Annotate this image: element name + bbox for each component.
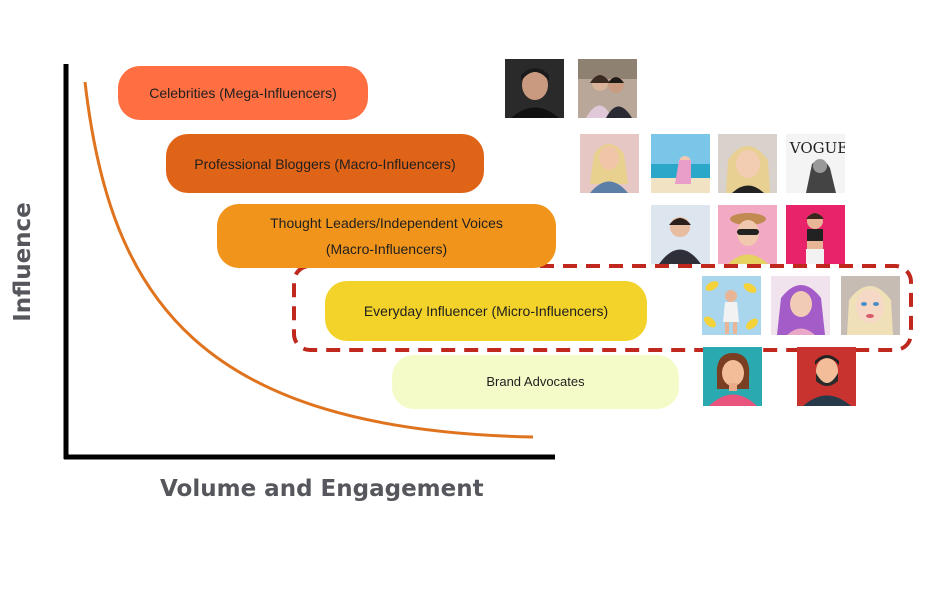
vogue-text: VOGUE: [789, 139, 845, 157]
tier-sublabel: (Macro-Influencers): [325, 241, 448, 257]
tier-celebrities: Celebrities (Mega-Influencers): [118, 66, 368, 120]
tier-label: Professional Bloggers (Macro-Influencers…: [194, 155, 456, 172]
influence-curve: [83, 81, 534, 439]
vogue-cover-photo: VOGUE: [786, 134, 845, 193]
woman-sunglasses-photo: [718, 205, 777, 264]
couple-photo: [578, 59, 637, 118]
tier-professional-bloggers: Professional Bloggers (Macro-Influencers…: [166, 134, 484, 193]
bearded-male-avatar-icon: [797, 347, 856, 406]
tier-thought-leaders: Thought Leaders/Independent Voices (Macr…: [217, 204, 556, 268]
blonde-selfie-photo: [718, 134, 777, 193]
y-axis-label: Influence: [10, 202, 36, 322]
tier-everyday-influencer: Everyday Influencer (Micro-Influencers): [325, 281, 647, 341]
tier-label: Thought Leaders/Independent Voices: [270, 215, 503, 231]
tier-brand-advocates: Brand Advocates: [392, 355, 679, 409]
makeup-portrait-photo: [841, 276, 900, 335]
blonde-woman-portrait-photo: [580, 134, 639, 193]
yellow-pattern-photo: [702, 276, 761, 335]
female-avatar-icon: [703, 347, 762, 406]
micro-influencer-highlight: [292, 264, 913, 352]
purple-hair-woman-photo: [771, 276, 830, 335]
beach-photo: [651, 134, 710, 193]
man-portrait-photo: [505, 59, 564, 118]
tier-label: Celebrities (Mega-Influencers): [149, 85, 337, 101]
tier-label: Everyday Influencer (Micro-Influencers): [363, 303, 609, 319]
x-axis-label: Volume and Engagement: [160, 476, 484, 502]
woman-in-snow-photo: [651, 205, 710, 264]
fitness-woman-photo: [786, 205, 845, 264]
tier-label: Brand Advocates: [486, 374, 585, 389]
